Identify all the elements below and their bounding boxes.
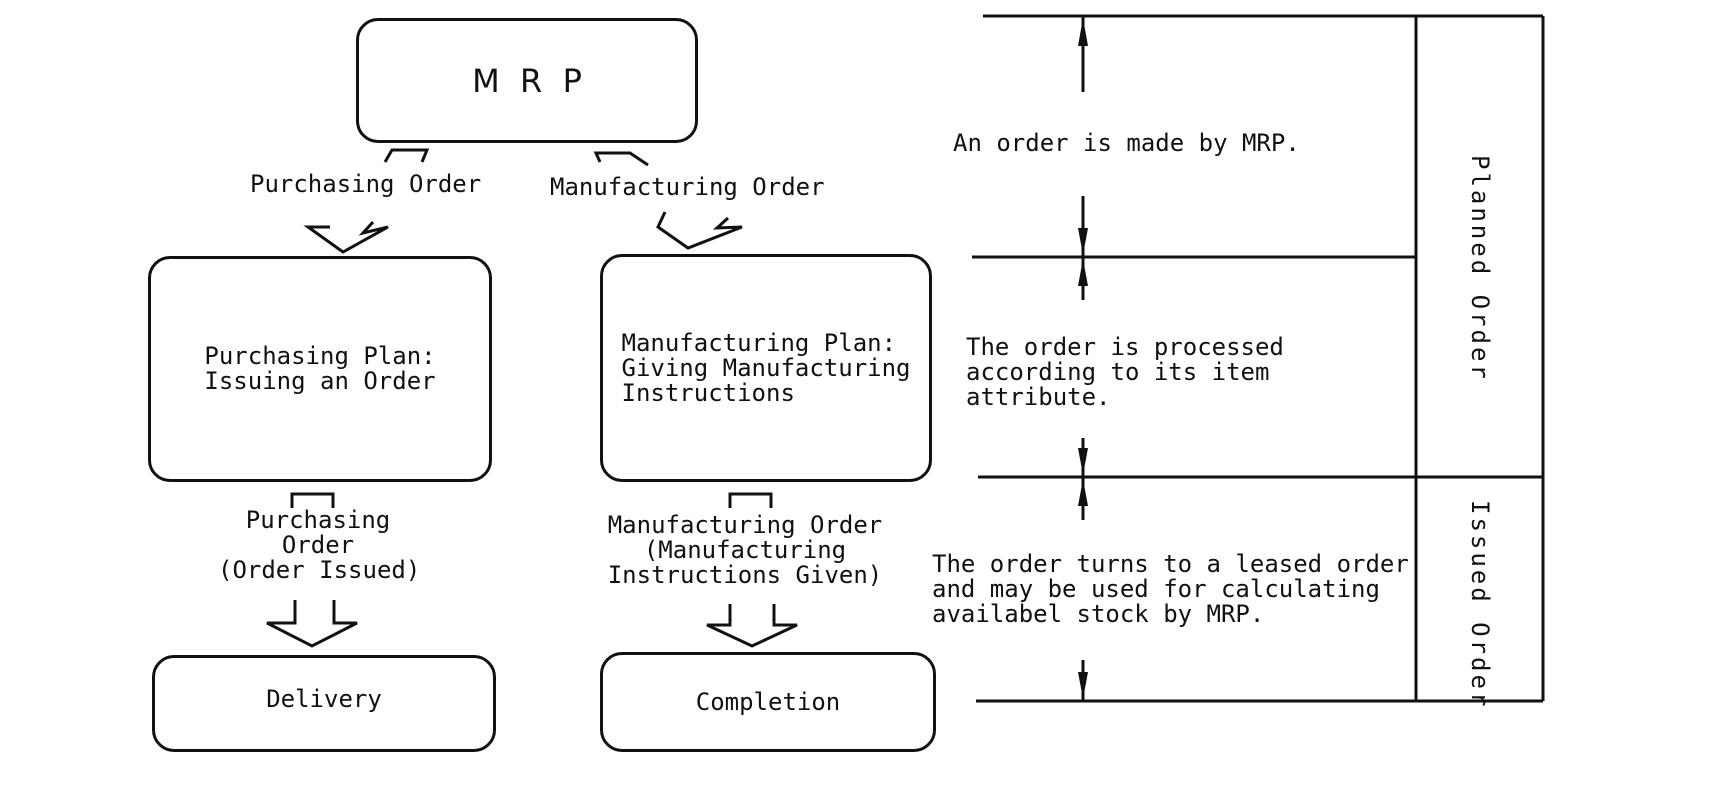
connector-mrp-manufacturing [593, 151, 649, 167]
connector-purchasing-plan [290, 492, 335, 508]
planned-order-label: Planned Order [1466, 155, 1494, 382]
stage-2-text: The order is processed according to its … [966, 333, 1284, 411]
purchasing-plan-label: Purchasing Plan: Issuing an Order [204, 342, 436, 395]
completion-box: Completion [600, 652, 936, 752]
manufacturing-plan-box: Manufacturing Plan: Giving Manufacturing… [600, 254, 932, 482]
arrow-to-manufacturing-plan [656, 211, 743, 250]
arrow-to-purchasing-plan [303, 220, 389, 254]
mrp-label: M R P [472, 61, 582, 100]
dim-arrowhead [1078, 18, 1088, 46]
completion-label: Completion [695, 688, 841, 716]
dim-arrowhead [1078, 448, 1088, 475]
delivery-box: Delivery [152, 655, 496, 752]
arrow-to-delivery [266, 600, 358, 648]
connector-manufacturing-plan [728, 492, 773, 508]
purchasing-plan-box: Purchasing Plan: Issuing an Order [148, 256, 492, 482]
dim-arrowhead [1078, 259, 1088, 286]
manufacturing-plan-label: Manufacturing Plan: Giving Manufacturing… [621, 328, 911, 407]
stage-3-text: The order turns to a leased order and ma… [932, 550, 1409, 628]
dim-arrowhead [1078, 479, 1088, 506]
stage-1-text: An order is made by MRP. [953, 129, 1300, 157]
manufacturing-order-given-label: Manufacturing Order (Manufacturing Instr… [607, 511, 883, 589]
connector-mrp-purchasing [383, 148, 430, 163]
purchasing-order-issued-label: Purchasing Order (Order Issued) [218, 506, 421, 584]
dim-arrowhead [1078, 228, 1088, 255]
issued-order-label: Issued Order [1466, 500, 1494, 710]
manufacturing-order-label: Manufacturing Order [550, 173, 825, 201]
mrp-box: M R P [356, 18, 698, 143]
purchasing-order-label: Purchasing Order [250, 170, 482, 198]
delivery-label: Delivery [266, 684, 382, 713]
arrow-to-completion [706, 604, 798, 648]
dim-arrowhead [1078, 672, 1088, 699]
